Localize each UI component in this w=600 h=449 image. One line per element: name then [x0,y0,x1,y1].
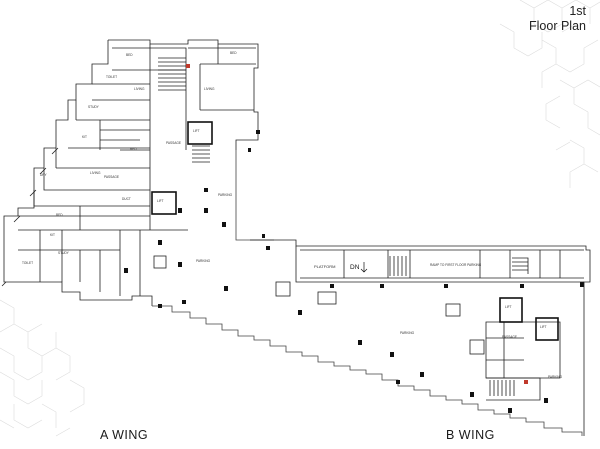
label-parking-b1: PARKING [400,331,415,335]
room-labels: PASSAGE PASSAGE PARKING PARKING PARKING … [22,51,563,379]
label-ramp: RAMP TO FIRST FLOOR PARKING [430,263,482,267]
a-wing-plan [1,39,259,306]
structural-columns [124,130,584,413]
label-platform: PLATFORM [314,264,335,269]
b-wing-label: B WING [446,428,495,442]
dn-arrow [360,262,368,273]
label-kit-2: KIT [50,233,55,237]
dn-marker: DN [350,264,360,271]
label-bed-2: BED [230,51,237,55]
b-wing-lift-2 [535,317,559,341]
a-wing-lift-2 [151,191,177,215]
label-living-3: LIVING [90,171,101,175]
label-bed-3: BED [130,147,137,151]
label-study-1: STUDY [88,105,100,109]
a-wing-parking-boundary [152,150,583,436]
floor-number: 1st [569,4,586,18]
label-lift-a2: LIFT [157,199,164,203]
label-parking-a2: PARKING [196,259,211,263]
label-duct-1: DUCT [122,197,131,201]
label-lift-a: LIFT [193,129,200,133]
label-passage-b: PASSAGE [502,335,517,339]
label-parking-b2: PARKING [548,375,563,379]
a-wing-lift [187,121,213,145]
label-bed-1: BED [126,53,133,57]
label-living-1: LIVING [134,87,145,91]
b-wing-plan [250,239,591,436]
label-passage-a: PASSAGE [166,141,181,145]
label-dry-1: DRY [40,173,48,177]
a-wing-red-marker [186,64,190,68]
label-passage-a2: PASSAGE [104,175,119,179]
label-lift-b: LIFT [505,305,512,309]
label-parking-a1: PARKING [218,193,233,197]
floor-plan-title: 1st Floor Plan [529,4,586,34]
label-living-2: LIVING [204,87,215,91]
parking-fixtures [153,255,485,355]
floor-plan-heading: Floor Plan [529,19,586,33]
a-wing-label: A WING [100,428,149,442]
label-bed-4: BED [56,213,63,217]
b-wing-red-marker [524,380,528,384]
label-study-2: STUDY [58,251,70,255]
label-lift-b2: LIFT [540,325,547,329]
b-wing-lift [499,297,523,323]
background-cube-pattern [0,0,600,437]
label-toilet-2: TOILET [22,261,33,265]
label-kit-1: KIT [82,135,87,139]
label-toilet-1: TOILET [106,75,117,79]
